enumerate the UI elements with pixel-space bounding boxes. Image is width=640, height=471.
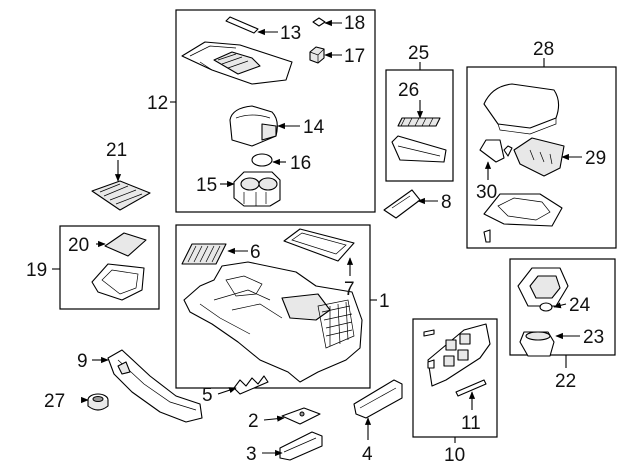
part-16-ring	[251, 153, 273, 167]
leader-lines	[52, 19, 582, 457]
callout-27: 27	[44, 391, 65, 412]
part-15-cupholder	[233, 171, 281, 207]
part-22-insert	[517, 267, 569, 307]
callout-13: 13	[280, 23, 301, 44]
callout-9: 9	[77, 351, 88, 372]
callout-17: 17	[344, 46, 365, 67]
callout-8: 8	[441, 192, 452, 213]
part-8-bracket	[383, 189, 421, 219]
callout-24: 24	[569, 295, 591, 316]
part-24-ring	[539, 302, 553, 312]
part-17-button	[309, 46, 325, 64]
part-28-base	[483, 193, 563, 243]
part-5-strip	[233, 375, 269, 395]
part-6-mat	[181, 243, 227, 265]
group-box-28	[466, 66, 617, 249]
callout-5: 5	[202, 385, 213, 406]
part-4-bracket	[353, 379, 403, 419]
callout-28: 28	[533, 39, 554, 60]
group-box-12	[175, 9, 376, 213]
callout-22: 22	[555, 371, 576, 392]
part-23-cup	[519, 331, 555, 357]
callout-12: 12	[147, 93, 168, 114]
callout-26: 26	[398, 80, 419, 101]
callout-29: 29	[585, 148, 606, 169]
part-21-tray	[91, 180, 151, 211]
group-box-1	[175, 224, 371, 389]
callout-23: 23	[583, 327, 604, 348]
part-10-switch-panel	[423, 323, 491, 387]
callout-20: 20	[68, 235, 89, 256]
callout-4: 4	[362, 444, 373, 465]
callout-1: 1	[379, 291, 390, 312]
part-30-bracket	[479, 139, 505, 163]
part-26-mat	[397, 117, 441, 127]
part-28-armrest-lid	[483, 83, 560, 135]
part-2-clip	[281, 407, 321, 425]
part-29-latch	[503, 137, 565, 177]
callout-14: 14	[303, 117, 325, 138]
group-box-19	[59, 225, 160, 310]
callout-6: 6	[250, 242, 261, 263]
callout-2: 2	[248, 411, 259, 432]
part-19-tray	[91, 263, 145, 301]
callout-25: 25	[408, 43, 429, 64]
part-7-pad	[283, 228, 355, 262]
part-20-mat	[104, 232, 147, 257]
part-3-rail	[279, 431, 323, 461]
part-25-tray	[391, 135, 447, 163]
part-18-clip	[312, 17, 326, 27]
callout-19: 19	[26, 260, 47, 281]
part-1-console-body	[183, 261, 363, 383]
part-9-side-panel	[107, 349, 203, 423]
callout-11: 11	[461, 413, 481, 434]
part-13-trim-strip	[225, 16, 259, 34]
callout-21: 21	[106, 140, 127, 161]
callout-15: 15	[196, 175, 217, 196]
callout-10: 10	[444, 445, 465, 466]
callouts: 13 18 17 12 14 16 15 21 25 26 28 29 30 8…	[26, 13, 606, 466]
callout-18: 18	[344, 13, 365, 34]
part-12-top-panel	[181, 41, 293, 85]
callout-30: 30	[476, 182, 497, 203]
callout-7: 7	[344, 279, 355, 300]
callout-3: 3	[246, 444, 257, 465]
callout-16: 16	[290, 153, 311, 174]
group-box-22	[509, 258, 616, 356]
part-27-knob	[87, 393, 109, 411]
part-11-trim-strip	[455, 379, 487, 397]
part-14-lid	[229, 105, 278, 147]
